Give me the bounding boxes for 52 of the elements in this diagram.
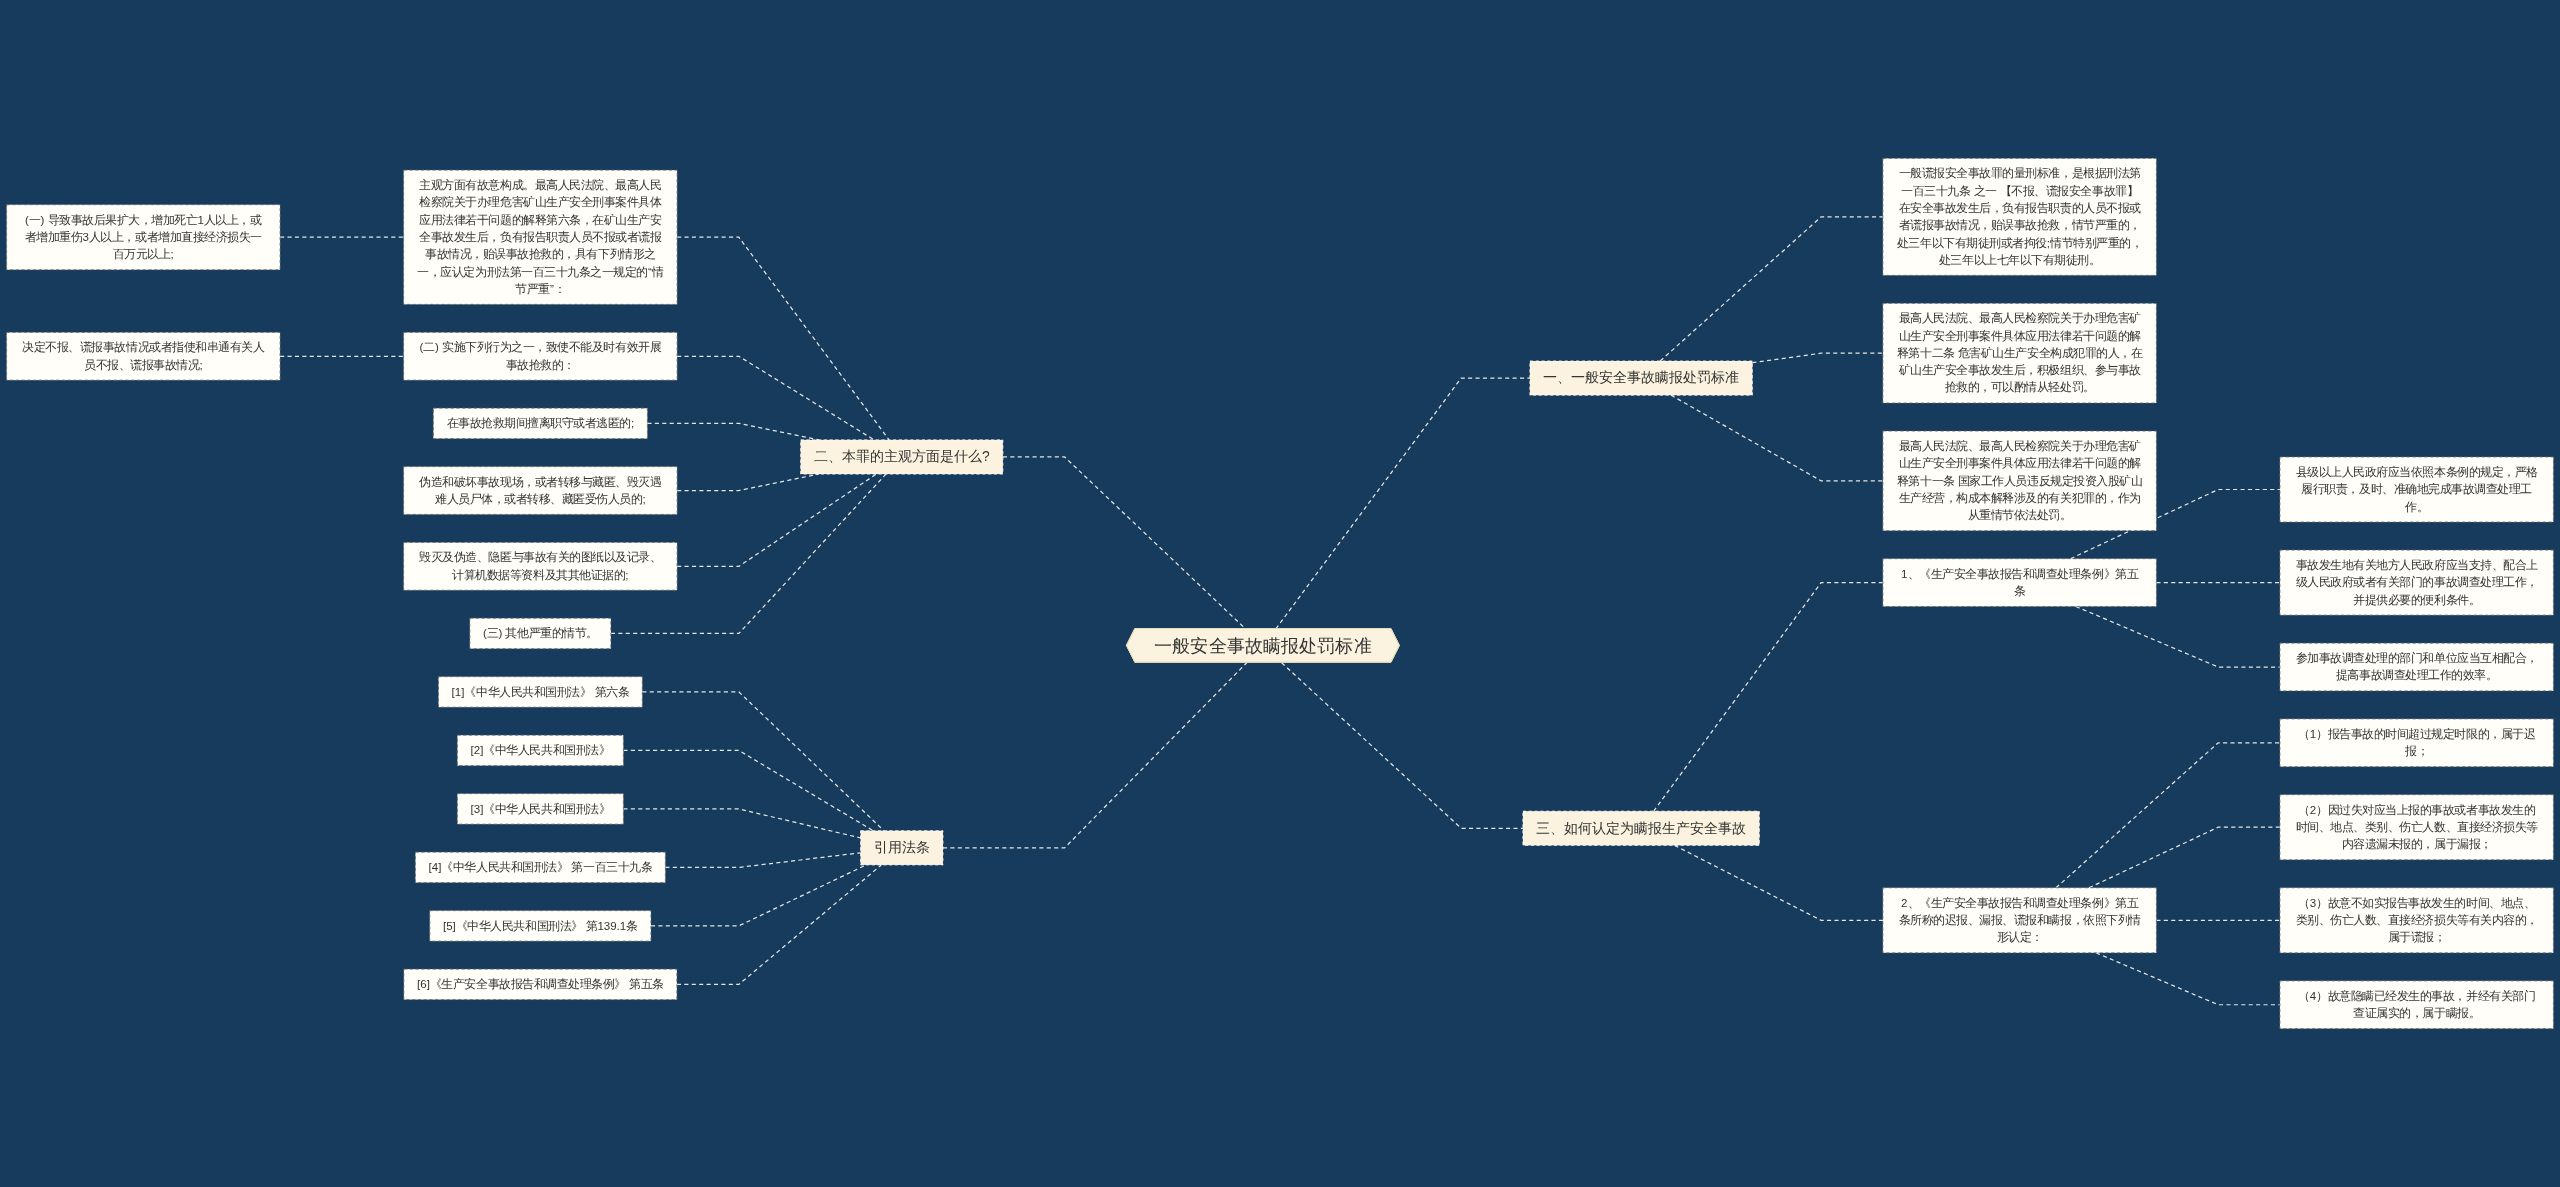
node-box: [4]《中华人民共和国刑法》 第一百三十九条 bbox=[414, 851, 666, 884]
node-box: 1、《生产安全事故报告和调查处理条例》第五条 bbox=[1882, 558, 2157, 607]
node-box: 一般谎报安全事故罪的量刑标准，是根据刑法第一百三十九条 之一 【不报、谎报安全事故罪】在安全事故发生后，负有报告职责的人员不报或者谎报事故情况，贻误事故抢救，情节严重的，处三年以下有期徒刑或者拘役;情节特别严重的，处三年以上七年以下有期徒刑。 bbox=[1882, 157, 2157, 276]
node-box: 三、如何认定为瞒报生产安全事故 bbox=[1522, 810, 1760, 846]
node-box: 引用法条 bbox=[860, 830, 944, 866]
node-box: (一) 导致事故后果扩大，增加死亡1人以上，或者增加重伤3人以上，或者增加直接经济损失一百万元以上; bbox=[6, 204, 281, 271]
connector bbox=[279, 355, 405, 357]
node-box: （1）报告事故的时间超过规定时限的，属于迟报； bbox=[2279, 718, 2554, 768]
node-box: （3）故意不如实报告事故发生的时间、地点、类别、伤亡人数、直接经济损失等有关内容的，属于谎报； bbox=[2279, 887, 2554, 954]
connector bbox=[676, 355, 875, 441]
connector bbox=[1751, 352, 1884, 364]
connector bbox=[2155, 919, 2281, 921]
node-box: （4）故意隐瞒已经发生的事故，并经有关部门查证属实的，属于瞒报。 bbox=[2279, 980, 2554, 1030]
node-box: 决定不报、谎报事故情况或者指使和串通有关人员不报、谎报事故情况; bbox=[6, 331, 281, 381]
node-box: 一、一般安全事故瞒报处罚标准 bbox=[1529, 360, 1753, 396]
connector bbox=[664, 852, 862, 868]
node-box: [1]《中华人民共和国刑法》 第六条 bbox=[438, 676, 643, 708]
connector bbox=[942, 662, 1248, 849]
connector bbox=[1659, 216, 1884, 362]
node-box: （2）因过失对应当上报的事故或者事故发生的时间、地点、类别、伤亡人数、直接经济损失等内容遗漏未报的，属于漏报； bbox=[2279, 794, 2554, 861]
connector bbox=[2055, 742, 2281, 889]
connector bbox=[1002, 456, 1247, 630]
node-box: [6]《生产安全事故报告和调查处理条例》 第五条 bbox=[403, 968, 678, 1000]
connector bbox=[279, 236, 405, 238]
connector bbox=[2155, 581, 2281, 584]
node-box: (三) 其他严重的情节。 bbox=[469, 617, 612, 650]
node-box: 事故发生地有关地方人民政府应当支持、配合上级人民政府或者有关部门的事故调查处理工作，并提供必要的便利条件。 bbox=[2279, 549, 2554, 616]
node-box: [3]《中华人民共和国刑法》 bbox=[456, 793, 624, 825]
connector bbox=[1275, 377, 1531, 630]
connector bbox=[676, 864, 882, 985]
connector bbox=[610, 473, 887, 635]
node-box: 县级以上人民政府应当依照本条例的规定，严格履行职责，及时、准确地完成事故调查处理工作。 bbox=[2279, 456, 2554, 523]
connector bbox=[622, 808, 862, 839]
node-box: [5]《中华人民共和国刑法》 第139.1条 bbox=[429, 910, 652, 942]
node-box: 主观方面有故意构成。最高人民法院、最高人民检察院关于办理危害矿山生产安全刑事案件具体应用法律若干问题的解释第六条，在矿山生产安全事故发生后，负有报告职责人员不报或者谎报事故情况，贻误事故抢救的，具有下列情形之一，应认定为刑法第一百三十九条之一规定的“情节严重”： bbox=[403, 169, 678, 305]
node-box: (二) 实施下列行为之一，致使不能及时有效开展事故抢救的： bbox=[403, 331, 678, 381]
connector bbox=[622, 749, 874, 832]
node-box: 最高人民法院、最高人民检察院关于办理危害矿山生产安全刑事案件具体应用法律若干问题的解释第十一条 国家工作人员违反规定投资入股矿山生产经营，构成本解释涉及的有关犯罪的，作为从重情节依法处罚。 bbox=[1882, 430, 2157, 532]
node-box: 2、《生产安全事故报告和调查处理条例》第五条所称的迟报、漏报、谎报和瞒报，依照下列情形认定： bbox=[1882, 887, 2157, 954]
node-box: 在事故抢救期间擅离职守或者逃匿的; bbox=[432, 407, 648, 440]
connector bbox=[676, 236, 890, 441]
connector bbox=[2088, 826, 2281, 889]
node-box: 最高人民法院、最高人民检察院关于办理危害矿山生产安全刑事案件具体应用法律若干问题的解释第十二条 危害矿山生产安全构成犯罪的人，在矿山生产安全事故发生后，积极组织、参与事故抢救的，可以酌情从轻处罚。 bbox=[1882, 302, 2157, 404]
node-box: 参加事故调查处理的部门和单位应当互相配合，提高事故调查处理工作的效率。 bbox=[2279, 642, 2554, 692]
node-box: 毁灭及伪造、隐匿与事故有关的图纸以及记录、计算机数据等资料及其其他证据的; bbox=[403, 542, 678, 591]
node-box: 二、本罪的主观方面是什么? bbox=[800, 439, 1004, 475]
node-box: [2]《中华人民共和国刑法》 bbox=[456, 734, 624, 767]
node-box: 伪造和破坏事故现场，或者转移与藏匿、毁灭遇难人员尸体，或者转移、藏匿受伤人员的; bbox=[403, 466, 678, 515]
connector bbox=[1673, 844, 1884, 921]
connector bbox=[650, 864, 867, 927]
connector bbox=[676, 473, 877, 567]
connector bbox=[1653, 581, 1884, 812]
